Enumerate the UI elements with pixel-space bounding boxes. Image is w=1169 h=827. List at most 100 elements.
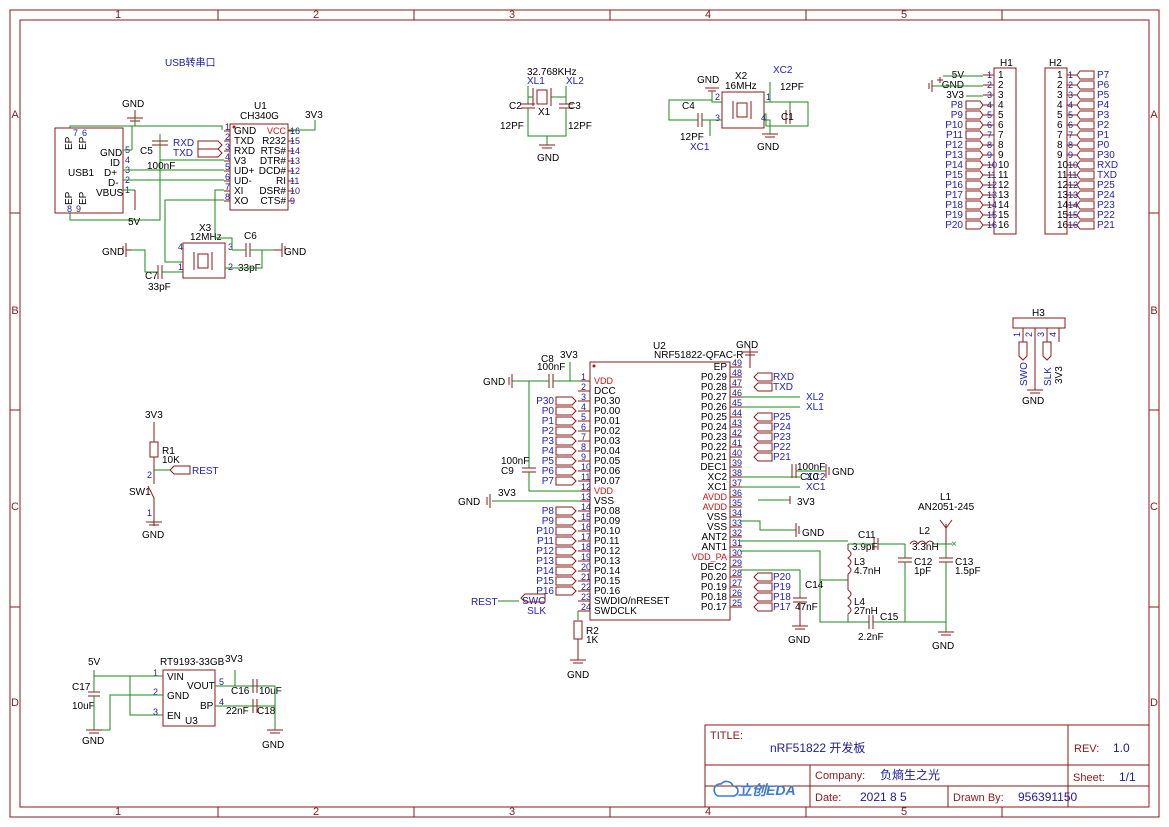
c8-ref: C8 (541, 354, 554, 365)
h2-net-label: P2 (1097, 120, 1110, 131)
u2-right-net: XC1 (806, 482, 826, 493)
u2-gnd-vss-right-label: GND (802, 528, 824, 539)
h1-pin-num-inside: 14 (998, 200, 1010, 211)
u2-left-net: P16 (536, 586, 554, 597)
u1-pin-label: DSR# (259, 186, 286, 197)
c8-value: 100nF (537, 362, 565, 373)
l4-ref: L4 (854, 597, 866, 608)
usb-section-title: USB转串口 (165, 56, 216, 69)
u1-pin-label: GND (234, 126, 256, 137)
h2-pin-num: 12 (1068, 180, 1078, 190)
u2-left-net: P2 (542, 426, 555, 437)
u2-pin-num: 6 (581, 422, 586, 432)
date-value: 2021 8 5 (860, 790, 907, 804)
h1-net-label: P17 (945, 190, 963, 201)
x3-pin-1: 1 (178, 262, 183, 272)
lceda-logo: 立创EDA (713, 780, 796, 798)
c2-value: 12PF (500, 121, 524, 132)
col-3-bottom: 3 (509, 806, 515, 818)
h2-pin-num-inside: 15 (1057, 210, 1069, 221)
u2-pin-num: 18 (581, 542, 591, 552)
u2-pin-num: 9 (581, 452, 586, 462)
sw1-pin-2: 2 (147, 470, 152, 480)
h2-net-label: P7 (1097, 70, 1110, 81)
c5-ref: C5 (140, 146, 153, 157)
h2-pin-num: 15 (1068, 210, 1078, 220)
h1-pin-num: 7 (987, 130, 992, 140)
h2-net-label: P23 (1097, 200, 1115, 211)
u2-left-net: P8 (542, 506, 555, 517)
u2-pin-label: P0.21 (701, 452, 728, 463)
u1-pin-label: CTS# (260, 196, 286, 207)
h2-pin-num-inside: 16 (1057, 220, 1069, 231)
h2-pin-num: 8 (1068, 140, 1073, 150)
u1-pin-label: XI (234, 186, 243, 197)
h2-pin-num-inside: 8 (1057, 140, 1063, 151)
row-d-left: D (11, 697, 19, 709)
date-label: Date: (815, 792, 841, 804)
h1-net-label: P8 (951, 100, 964, 111)
h2-net-label: P0 (1097, 140, 1110, 151)
u3-pin-1: 1 (153, 668, 158, 678)
u2-pin-num: 48 (732, 368, 742, 378)
rev-value: 1.0 (1113, 741, 1130, 755)
x1-ref: X1 (538, 107, 551, 118)
h1-net-label: P14 (945, 160, 963, 171)
ldo-3v3-label: 3V3 (225, 654, 243, 665)
h1-net-label: P16 (945, 180, 963, 191)
u1-pin-num: 4 (225, 152, 230, 162)
u2-left-net: P12 (536, 546, 554, 557)
h1-net-label: P12 (945, 140, 963, 151)
u2-pin-label: P0.13 (594, 556, 621, 567)
h2-ref: H2 (1049, 58, 1062, 69)
c15-ref: C15 (880, 612, 899, 623)
h1-pin-num: 12 (987, 180, 997, 190)
u3-pin-2: 2 (153, 687, 158, 697)
reset-rest-net: REST (192, 466, 219, 477)
usb1-ep-pin-6: 6 (82, 128, 87, 138)
u2-pin-num: 30 (732, 548, 742, 558)
h1-pin-num: 16 (987, 220, 997, 230)
h1-pin-num-inside: 7 (998, 130, 1004, 141)
u2-pin-num: 47 (732, 378, 742, 388)
u2-pin-label: P0.11 (594, 536, 620, 547)
capacitor-c7: C7 33pF (145, 265, 171, 293)
c18-value: 22nF (226, 706, 249, 717)
u1-pin-label: RI (276, 176, 286, 187)
u1-pin-num: 1 (225, 122, 230, 132)
x3-value: 12MHz (190, 232, 222, 243)
sheet-label: Sheet: (1073, 772, 1105, 784)
ldo-5v-label: 5V (88, 657, 101, 668)
u1-pin-num: 12 (290, 166, 300, 176)
x2-pin-2: 2 (715, 92, 720, 102)
u2-rest-net: REST (471, 597, 498, 608)
x2-xc1-net: XC1 (690, 142, 710, 153)
u1-pin-label: V3 (234, 156, 247, 167)
h3-slk-net: SLK (1043, 367, 1054, 386)
h1-pin-num: 11 (987, 170, 996, 180)
u2-right-net: XL1 (806, 402, 824, 413)
row-c-right: C (1150, 501, 1158, 513)
u2-pin-label: P0.17 (701, 602, 728, 613)
u2-right-net: P23 (773, 432, 791, 443)
u2-pin-label: VSS (707, 522, 727, 533)
x3-pin-4: 4 (178, 242, 183, 252)
sw1-ref: SW1 (129, 487, 151, 498)
u2-pin-num: 29 (732, 558, 742, 568)
c6-ref: C6 (244, 231, 257, 242)
u1-pin-label: VCC (267, 126, 287, 136)
u1-pin-num: 15 (290, 136, 300, 146)
u2-pin-label: P0.18 (701, 592, 728, 603)
h1-pin-num: 6 (987, 120, 992, 130)
x2-pin-3: 3 (715, 113, 720, 123)
h1-pin-num: 1 (987, 70, 992, 80)
u2-pin-num: 20 (581, 562, 591, 572)
row-a-left: A (11, 109, 19, 121)
row-a-right: A (1150, 109, 1158, 121)
u2-pin-num: 24 (581, 602, 591, 612)
row-c-left: C (11, 501, 19, 513)
u2-pin-num: 36 (732, 488, 742, 498)
gnd-label-x3-right: GND (284, 247, 306, 258)
